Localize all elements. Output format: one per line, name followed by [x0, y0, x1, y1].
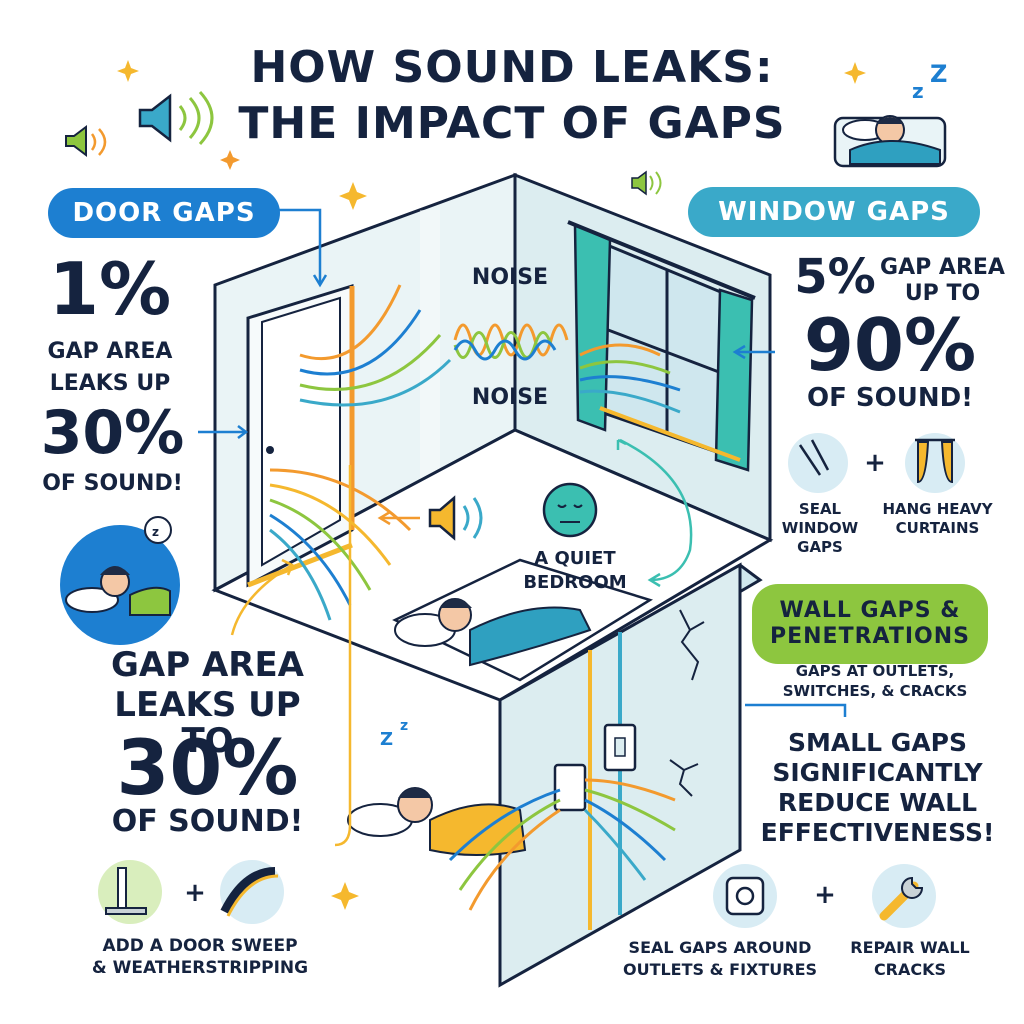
wall-fix1-b: OUTLETS & FIXTURES [622, 960, 818, 979]
door-bottom-pct: 30% [116, 723, 299, 812]
quiet-face-icon [542, 482, 598, 538]
svg-text:Z: Z [380, 729, 393, 750]
window-fix-plus: + [864, 448, 886, 478]
door-pct-small: 1% [48, 247, 172, 331]
door-bottom-b: LEAKS UP TO [114, 685, 301, 761]
door-pct-big: 30% [40, 398, 185, 468]
door-fix-line-1: ADD A DOOR SWEEP [102, 936, 298, 956]
window-fix1-c: GAPS [797, 538, 843, 556]
speaker-icon-small [65, 125, 107, 157]
noise-label-1: NOISE [471, 265, 549, 290]
door-sweep-icon [98, 860, 162, 924]
sleeping-person-icon: z Z [833, 60, 947, 168]
window-fix1-b: WINDOW [781, 519, 859, 537]
noise-label-2: NOISE [471, 385, 549, 410]
door [246, 283, 355, 588]
door-line-a: GAP AREA [47, 339, 173, 364]
wall-fix2-a: REPAIR WALL [850, 938, 970, 957]
door-line-b: LEAKS UP [49, 371, 171, 396]
wrench-icon [872, 864, 936, 928]
window-pct-small: 5% [794, 249, 876, 305]
window-fix1-a: SEAL [798, 500, 842, 518]
weatherstrip-icon [220, 860, 284, 924]
sleeper-near-wall: Z z [347, 718, 527, 856]
wall-big-b: SIGNIFICANTLY [772, 758, 983, 787]
window-fix2-a: HANG HEAVY [882, 500, 993, 518]
door-bottom-c: OF SOUND! [111, 804, 304, 839]
svg-text:z: z [152, 525, 159, 539]
speaker-icon [138, 90, 214, 146]
wall-big-d: EFFECTIVENESS! [760, 818, 995, 847]
window-line-c: OF SOUND! [806, 383, 974, 413]
wall-sub-b: SWITCHES, & CRACKS [782, 682, 968, 700]
door-line-c: OF SOUND! [42, 471, 183, 496]
wall-panel [497, 562, 763, 988]
bed-sleeper [392, 558, 654, 682]
wall-pill-line-a: WALL GAPS & [779, 597, 961, 623]
seal-window-icon [788, 433, 848, 493]
wall-fix2-b: CRACKS [873, 960, 947, 979]
sleeping-person-circle: z [60, 516, 180, 645]
curtains-icon [905, 433, 965, 493]
quiet-label-a: A QUIET [534, 548, 616, 569]
outlet-icon [713, 864, 777, 928]
door-fix-plus: + [184, 878, 206, 908]
speaker-icon-top [631, 170, 662, 196]
door-sound-waves [269, 284, 452, 621]
quiet-label-b: BEDROOM [523, 572, 627, 593]
svg-text:z: z [400, 718, 408, 734]
svg-text:z: z [912, 79, 924, 103]
door-gaps-pill: DOOR GAPS [48, 188, 280, 238]
window-gaps-pill: WINDOW GAPS [688, 187, 980, 237]
window-fix2-b: CURTAINS [895, 519, 980, 537]
wall-big-a: SMALL GAPS [788, 728, 967, 757]
title-line-2: THE IMPACT OF GAPS [238, 98, 786, 149]
door-bottom-a: GAP AREA [110, 645, 304, 685]
window-pct-big: 90% [803, 303, 977, 387]
wall-big-c: REDUCE WALL [777, 788, 978, 817]
door-fix-line-2: & WEATHERSTRIPPING [91, 958, 309, 978]
wall-fix1-a: SEAL GAPS AROUND [628, 938, 812, 957]
wall-sub-a: GAPS AT OUTLETS, [795, 662, 955, 680]
wall-fix-plus: + [814, 880, 836, 910]
title-line-1: HOW SOUND LEAKS: [250, 42, 774, 93]
window-gap-a: GAP AREA [880, 255, 1005, 280]
svg-text:Z: Z [930, 60, 947, 88]
wall-gaps-pill: WALL GAPS & PENETRATIONS [752, 584, 988, 664]
wall-pill-line-b: PENETRATIONS [769, 624, 970, 649]
window-gap-b: UP TO [904, 281, 981, 306]
